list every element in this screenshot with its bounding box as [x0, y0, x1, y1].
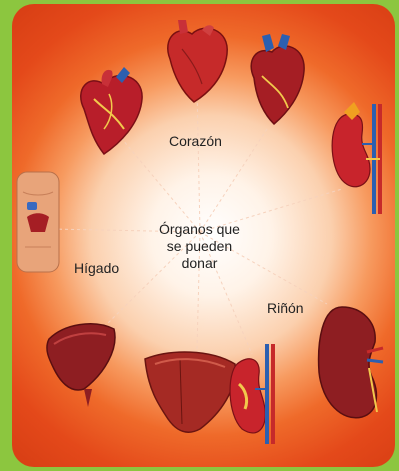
liver-label: Hígado [74, 260, 119, 276]
heart-label: Corazón [169, 133, 222, 149]
kidney-section-icon [230, 344, 273, 444]
liver-icon [47, 324, 115, 407]
center-label: Órganos que se pueden donar [137, 221, 262, 272]
liver-icon [145, 352, 235, 432]
center-line-2: se pueden [137, 238, 262, 255]
heart-icon [168, 20, 227, 102]
diagram-card: Corazón Hígado Riñón Órganos que se pued… [12, 4, 395, 467]
kidneys-icon [332, 102, 380, 214]
heart-icon [81, 67, 142, 154]
center-line-3: donar [137, 255, 262, 272]
kidney-icon [319, 307, 383, 418]
heart-icon [251, 34, 304, 124]
center-line-1: Órganos que [137, 221, 262, 238]
torso-liver-icon [17, 172, 59, 272]
kidney-label: Riñón [267, 300, 304, 316]
